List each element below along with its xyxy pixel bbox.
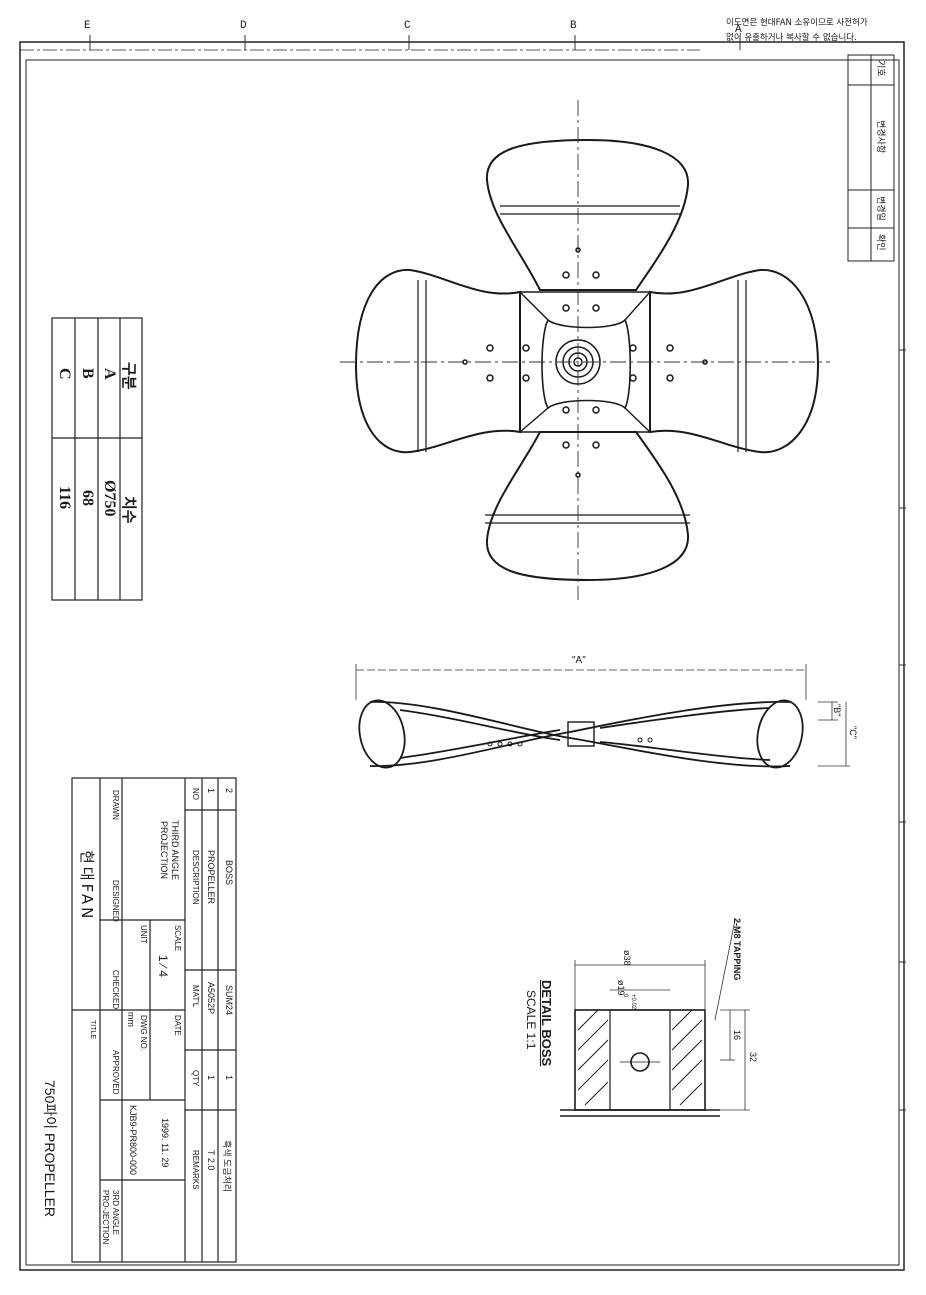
projection-short: 3RD ANGLE PRO-JECTION [101, 1190, 120, 1245]
part-1-no: 1 [206, 788, 216, 794]
dim-table-key-a: A [101, 368, 118, 380]
part-1-remarks: T 2.0 [206, 1150, 216, 1171]
header-matl: MAT'L [191, 985, 200, 1008]
detail-boss [560, 1009, 720, 1117]
title-label: TITLE [89, 1020, 96, 1040]
zone-ticks [89, 35, 906, 1111]
detail-tolerance-zero: 0 [622, 994, 628, 998]
detail-boss-scale: SCALE 1:1 [524, 990, 538, 1050]
detail-height-16: 16 [732, 1030, 742, 1041]
header-qty: QTY [191, 1070, 200, 1087]
detail-boss-dimension-lines [574, 919, 750, 1111]
side-view-dim-b: "B" [832, 704, 842, 717]
dim-table-value-c: 116 [56, 486, 73, 510]
date-value: 1999. 11. 29 [160, 1118, 170, 1168]
revision-header-confirm: 확인 [876, 234, 886, 251]
title-block-grid [71, 777, 237, 1263]
part-2-remarks: 흑색 도금처리 [222, 1140, 232, 1193]
zone-label-c: C [404, 20, 411, 32]
side-view-dim-a: "A" [572, 655, 586, 666]
drawn-label: DRAWN [111, 790, 120, 820]
revision-header-date: 변경일 [876, 196, 886, 221]
detail-boss-title: DETAIL BOSS [539, 980, 554, 1067]
dim-table-header-key: 구분 [120, 362, 136, 390]
date-label: DATE [173, 1015, 182, 1036]
notice-line-2: 없이 유출하거나 복사할 수 없습니다. [726, 33, 857, 43]
part-1-desc: PROPELLER [206, 850, 216, 905]
copyright-notice: 이도면은 현대FAN 소유이므로 사전허가 없이 유출하거나 복사할 수 없습니… [726, 16, 896, 46]
part-1-matl: A5052P [206, 982, 216, 1015]
header-description: DESCRIPTION [191, 850, 200, 905]
revision-header-change: 변경사항 [876, 120, 886, 154]
zone-label-d: D [240, 20, 247, 32]
dim-table-header-value: 치수 [120, 496, 136, 524]
scale-value: 1 ∕ 4 [156, 955, 170, 978]
zone-label-b: B [570, 20, 577, 32]
part-2-desc: BOSS [224, 860, 234, 886]
fan-side-view [358, 699, 804, 769]
front-view-centerlines [340, 100, 830, 600]
unit-value: mm [126, 1012, 136, 1027]
projection-label: THIRD ANGLE PROJECTION [159, 819, 180, 880]
part-2-qty: 1 [224, 1075, 234, 1081]
checked-label: CHECKED [111, 970, 120, 1010]
fan-front-view [354, 138, 820, 582]
dim-table-key-b: B [79, 368, 96, 379]
revision-block [847, 54, 895, 262]
side-view-dimension-lines [355, 664, 850, 767]
side-view-holes [487, 737, 653, 747]
dwg-no-label: DWG NO. [139, 1015, 148, 1051]
detail-tapping-label: 2-M8 TAPPING [732, 918, 742, 981]
drawing-title: 750파이 PROPELLER [42, 1080, 58, 1218]
detail-tolerance-plus: +0.02 [630, 994, 636, 1010]
drawing-frame [19, 41, 905, 1271]
dim-table-key-c: C [56, 368, 73, 380]
unit-label: UNIT [139, 925, 148, 944]
dim-table-value-a: Ø750 [101, 480, 118, 517]
revision-header-symbol: 기호 [876, 60, 886, 77]
notice-line-1: 이도면은 현대FAN 소유이므로 사전허가 [726, 18, 868, 28]
detail-boss-hatching [577, 1009, 703, 1106]
dimension-table-grid [51, 317, 143, 601]
side-view-dim-c: "C" [848, 726, 858, 739]
scale-label: SCALE [173, 925, 182, 952]
dim-table-value-b: 68 [79, 490, 96, 506]
dwg-no-value: KJB9-PR800-000 [128, 1105, 138, 1176]
company-name: 현대FAN [78, 850, 96, 922]
zone-label-a: A [735, 24, 742, 36]
header-remarks: REMARKS [191, 1150, 200, 1190]
designed-label: DESIGNED [111, 880, 120, 922]
rivet-holes [462, 247, 708, 478]
detail-height-32: 32 [748, 1052, 758, 1063]
approved-label: APPROVED [111, 1050, 120, 1095]
header-no: NO [191, 788, 200, 800]
zone-label-e: E [84, 20, 91, 32]
part-2-matl: SUM24 [224, 985, 234, 1016]
part-1-qty: 1 [206, 1075, 216, 1081]
detail-dia-38: ø38 [622, 950, 632, 966]
part-2-no: 2 [224, 788, 234, 794]
